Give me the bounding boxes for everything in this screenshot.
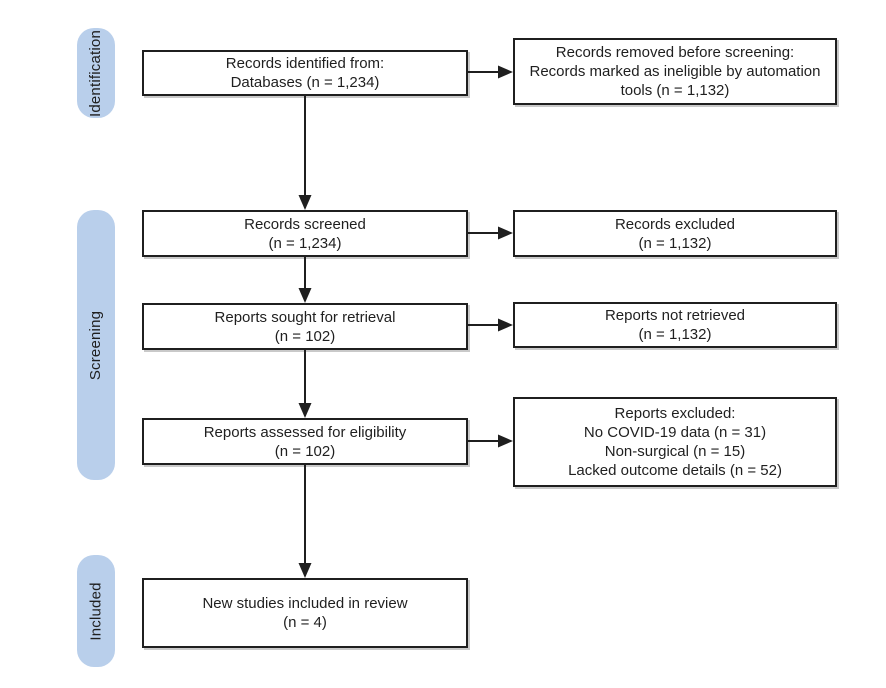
box-text-line: (n = 1,132) [638,234,712,252]
box-text-line: Reports assessed for eligibility [203,423,407,441]
arrow-screened-to-excluded [468,226,513,240]
box-records-removed: Records removed before screening: Record… [513,38,837,105]
box-reports-sought: Reports sought for retrieval (n = 102) [142,303,468,350]
box-text-line: Reports sought for retrieval [214,308,396,326]
box-studies-included: New studies included in review (n = 4) [142,578,468,648]
box-text-line: Lacked outcome details (n = 52) [568,462,782,479]
arrow-sought-to-not-retrieved [468,318,513,332]
box-text-line: Records identified from: [225,55,385,72]
stage-screening: Screening [77,210,115,480]
box-text-line: (n = 1,234) [268,234,342,252]
box-text-line: Reports excluded: [614,405,736,422]
arrow-sought-to-assessed [298,350,312,418]
arrow-identified-to-screened [298,96,312,210]
box-text-line: Databases (n = 1,234) [230,74,380,91]
box-text-line: Records removed before screening: [555,44,795,61]
arrow-assessed-to-included [298,465,312,578]
box-reports-not-retrieved: Reports not retrieved (n = 1,132) [513,302,837,348]
box-text-line: (n = 4) [283,614,327,631]
box-records-identified: Records identified from: Databases (n = … [142,50,468,96]
arrow-assessed-to-reports-excluded [468,434,513,448]
box-text-line: Records marked as ineligible by automati… [529,63,821,80]
box-text-line: No COVID-19 data (n = 31) [583,424,767,441]
box-text-line: tools (n = 1,132) [620,82,730,99]
box-text-line: (n = 102) [274,442,336,460]
box-records-screened: Records screened (n = 1,234) [142,210,468,257]
arrow-screened-to-sought [298,257,312,303]
box-text-line: (n = 102) [274,327,336,345]
box-records-excluded: Records excluded (n = 1,132) [513,210,837,257]
box-text-line: Non-surgical (n = 15) [604,443,746,460]
box-reports-assessed: Reports assessed for eligibility (n = 10… [142,418,468,465]
arrow-identified-to-removed [468,65,513,79]
stage-included: Included [77,555,115,667]
stage-identification: Identification [77,28,115,118]
box-reports-excluded: Reports excluded: No COVID-19 data (n = … [513,397,837,487]
stage-screening-label: Screening [87,310,105,380]
box-text-line: Records excluded [614,215,736,233]
box-text-line: New studies included in review [202,595,408,612]
box-text-line: Records screened [244,215,366,233]
stage-identification-label: Identification [87,29,105,117]
stage-included-label: Included [87,581,105,641]
box-text-line: Reports not retrieved [604,307,746,324]
box-text-line: (n = 1,132) [638,326,712,343]
